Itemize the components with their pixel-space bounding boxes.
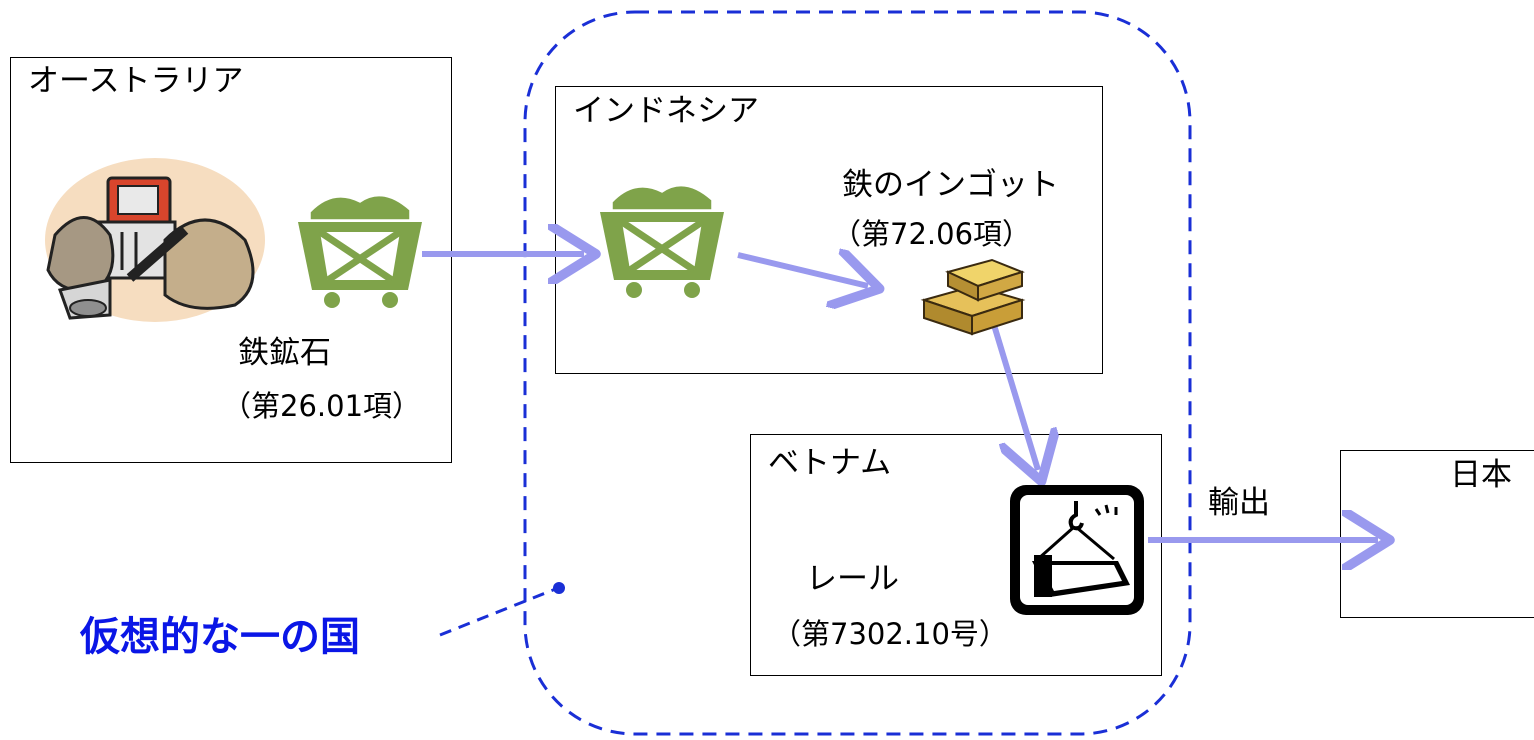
country-label-vietnam: ベトナム xyxy=(768,445,892,481)
arrow-ingot-to-rail xyxy=(991,324,1038,470)
country-label-indonesia: インドネシア xyxy=(573,93,759,129)
excavator-icon xyxy=(45,158,265,322)
country-label-australia: オーストラリア xyxy=(28,63,244,99)
arrow-ore-to-ingot xyxy=(737,255,868,286)
ingot-code: （第72.06項） xyxy=(832,217,1032,251)
export-label: 輸出 xyxy=(1208,485,1270,521)
gold-ingot-icon xyxy=(920,258,1026,336)
callout-line xyxy=(439,586,559,637)
iron-ore-code: （第26.01項） xyxy=(222,389,422,423)
rail-name: レール xyxy=(806,561,899,597)
ore-cart-icon-indonesia xyxy=(600,184,724,298)
ingot-name: 鉄のインゴット xyxy=(842,167,1059,203)
ore-cart-icon xyxy=(298,194,422,308)
steel-beam-crane-icon xyxy=(1010,485,1144,615)
iron-ore-name: 鉄鉱石 xyxy=(238,335,331,371)
rail-code: （第7302.10号） xyxy=(772,617,1008,651)
country-label-japan: 日本 xyxy=(1450,457,1512,493)
virtual-country-label: 仮想的な一の国 xyxy=(80,614,360,660)
callout-dot xyxy=(553,582,565,594)
